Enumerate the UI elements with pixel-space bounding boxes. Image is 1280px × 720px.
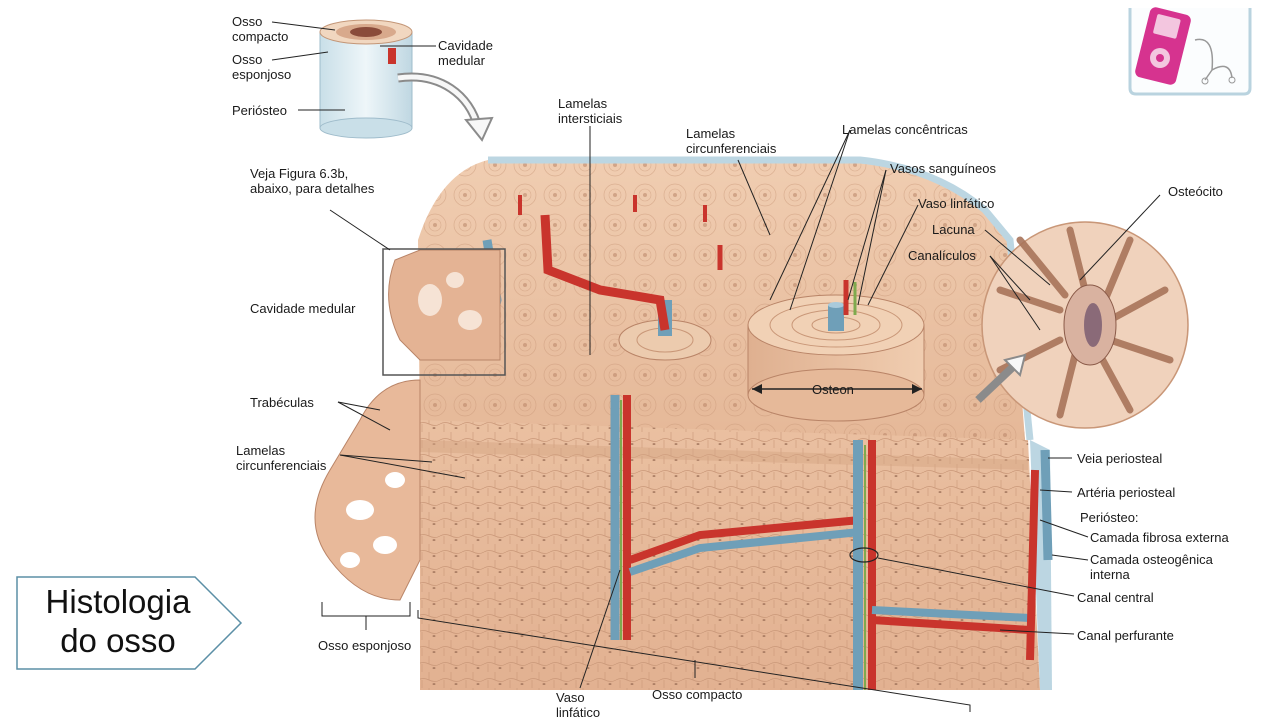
leader-lines [271, 21, 1161, 689]
label-osso-esponjoso-bottom: Osso esponjoso [318, 638, 412, 653]
label-lamelas-circunferenciais-top: Lamelas circunferenciais [686, 126, 777, 156]
label-vasos-sanguineos: Vasos sanguíneos [890, 161, 996, 176]
spongy-bone [314, 249, 501, 601]
label-camada-fibrosa: Camada fibrosa externa [1090, 530, 1229, 545]
label-trabeculas: Trabéculas [250, 395, 314, 410]
label-osso-compacto-bottom: Osso compacto [652, 687, 743, 702]
label-veia-periosteal: Veia periosteal [1077, 451, 1163, 466]
label-lacuna: Lacuna [932, 222, 975, 237]
label-periosteo-heading: Periósteo: [1080, 510, 1139, 525]
label-osteon: Osteon [812, 382, 854, 397]
label-cavidade-medular: Cavidade medular [250, 301, 356, 316]
label-lamelas-intersticiais: Lamelas intersticiais [558, 96, 623, 126]
label-veja-figura: Veja Figura 6.3b, abaixo, para detalhes [250, 166, 375, 196]
label-cavidade-medular-top: Cavidade medular [438, 38, 493, 68]
label-lamelas-concentricas: Lamelas concêntricas [842, 122, 968, 137]
label-lamelas-circunferenciais-left: Lamelas circunferenciais [236, 443, 327, 473]
bone-cylinder-inset [319, 19, 413, 139]
magnify-arrow [975, 362, 1018, 403]
label-vaso-linfatico-top: Vaso linfático [918, 196, 995, 211]
detail-box [382, 248, 506, 376]
label-periosteo-top: Periósteo [232, 103, 287, 118]
label-canal-perfurante: Canal perfurante [1077, 628, 1174, 643]
label-arteria-periosteal: Artéria periosteal [1077, 485, 1176, 500]
mp3-player-icon[interactable] [1128, 6, 1252, 96]
osteon-span-arrow [752, 384, 922, 394]
title-box-shape [16, 576, 243, 670]
bottom-brackets [321, 602, 971, 712]
osteocyte-magnified-circle [981, 221, 1189, 429]
label-canaliculos: Canalículos [908, 248, 976, 263]
label-camada-osteogenica: Camada osteogênica interna [1090, 552, 1213, 582]
osteon-cylinder [747, 294, 925, 422]
label-canal-central: Canal central [1077, 590, 1154, 605]
blood-vessels [482, 195, 1053, 690]
label-osso-compacto-top: Osso compacto [232, 14, 289, 44]
label-osso-esponjoso-top: Osso esponjoso [232, 52, 292, 82]
label-vaso-linfatico-bottom: Vaso linfático [556, 690, 601, 720]
label-osteocito: Osteócito [1168, 184, 1223, 199]
slide-title: Histologia do osso [45, 583, 191, 659]
